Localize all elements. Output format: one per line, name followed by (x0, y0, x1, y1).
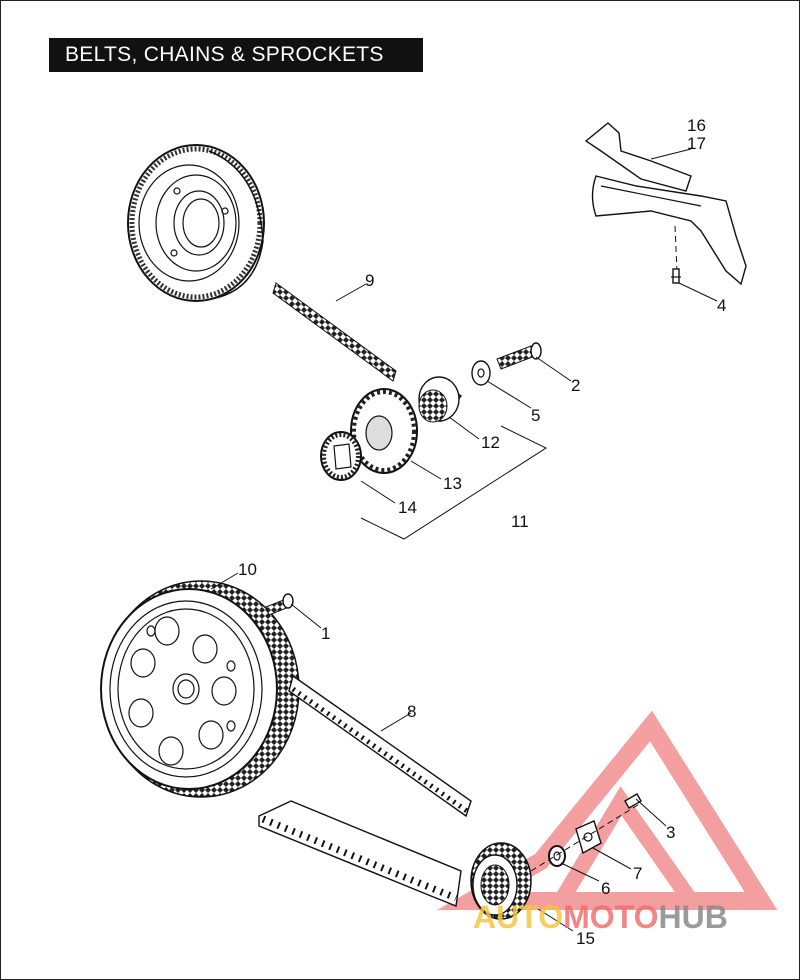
callout-11: 11 (511, 512, 529, 531)
rear-belt-sprocket (100, 580, 300, 798)
sprocket-part-13 (350, 388, 418, 474)
callout-7: 7 (633, 864, 642, 883)
callout-labels: 1 2 3 4 5 6 7 8 9 10 11 12 13 14 15 16 1… (238, 116, 726, 948)
screw-part-4 (671, 268, 681, 284)
assembly-bracket-11 (360, 425, 548, 540)
sliding-cam-part-12 (418, 376, 462, 423)
screw-part-3 (624, 793, 642, 809)
sprocket-holes (128, 616, 237, 766)
callout-9: 9 (365, 271, 374, 290)
washer-part-5 (471, 360, 491, 386)
callout-3: 3 (666, 823, 675, 842)
page-title: BELTS, CHAINS & SPROCKETS (49, 38, 423, 72)
cam-part-14 (320, 431, 362, 481)
callout-13: 13 (443, 474, 462, 493)
bolt-part-1 (265, 593, 294, 616)
watermark-hub: HUB (658, 899, 727, 935)
nut-part-6 (548, 845, 566, 867)
callout-1: 1 (321, 624, 330, 643)
callout-10: 10 (238, 560, 257, 579)
callout-12: 12 (481, 433, 500, 452)
clutch-sprocket (127, 144, 265, 302)
lock-plate-part-7 (575, 820, 602, 855)
callout-8: 8 (407, 702, 416, 721)
watermark-moto: MOTO (563, 899, 658, 935)
primary-chain (272, 282, 397, 382)
watermark-auto: AUTO (473, 899, 563, 935)
callout-15: 15 (576, 929, 595, 948)
chain-guard (584, 122, 747, 286)
callout-5: 5 (531, 406, 540, 425)
callout-2: 2 (571, 376, 580, 395)
callout-14: 14 (398, 498, 417, 517)
callout-6: 6 (601, 879, 610, 898)
leader-lines (210, 148, 718, 932)
bolt-part-2 (496, 342, 542, 370)
callout-16: 16 (687, 116, 706, 135)
svg-text:AUTOMOTOHUB: AUTOMOTOHUB (473, 899, 728, 935)
callout-4: 4 (717, 296, 726, 315)
drive-belt (258, 674, 472, 907)
watermark-text: AUTOMOTOHUB (473, 899, 728, 935)
transmission-sprocket-part-15 (470, 842, 532, 920)
callout-17: 17 (687, 134, 706, 153)
